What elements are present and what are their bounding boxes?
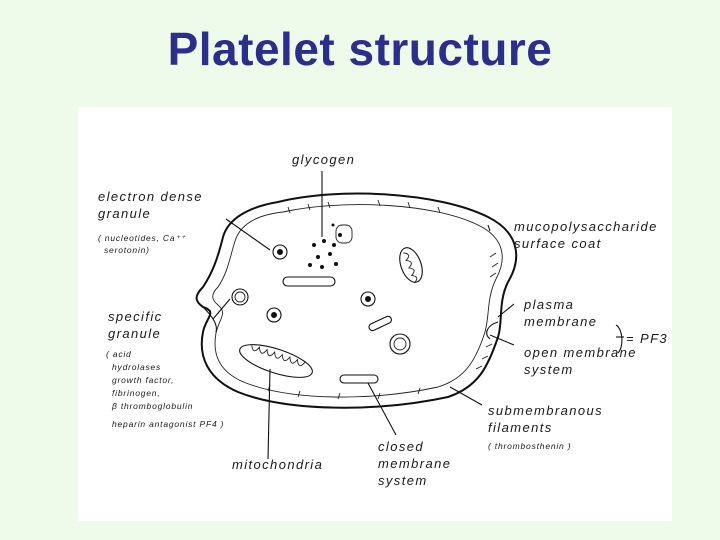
label-submembranous-note: ( thrombosthenin ) <box>488 441 571 451</box>
platelet-diagram: glycogen electron dense granule ( nucleo… <box>78 107 672 521</box>
open-membrane-invagination-right <box>486 321 499 340</box>
label-mitochondria: mitochondria <box>232 457 323 472</box>
label-open-membrane-2: system <box>524 362 574 377</box>
platelet-cell-outline <box>195 192 518 409</box>
label-specific-1: specific <box>108 309 163 324</box>
label-glycogen: glycogen <box>292 152 355 167</box>
label-electron-dense-2: granule <box>98 206 151 221</box>
label-closed-membrane-1: closed <box>378 439 424 454</box>
label-pf3: = PF3 <box>626 331 668 346</box>
closed-membrane-tubules <box>282 224 392 384</box>
label-specific-note-6: heparin antagonist PF4 ) <box>112 419 224 429</box>
electron-dense-granule-3 <box>360 291 376 307</box>
label-specific-note-5: β thromboglobulin <box>111 401 193 411</box>
label-specific-2: granule <box>108 326 161 341</box>
label-electron-dense-note-2: serotonin) <box>104 245 150 255</box>
slide-title: Platelet structure <box>167 23 553 75</box>
label-submembranous-1: submembranous <box>488 403 603 418</box>
label-open-membrane-1: open membrane <box>524 345 637 360</box>
specific-granule-2 <box>389 333 411 355</box>
leader-lines <box>212 171 624 460</box>
label-specific-note-3: growth factor, <box>112 375 174 385</box>
electron-dense-granule-2 <box>266 307 282 323</box>
submembranous-filament-hatching <box>267 199 499 400</box>
label-closed-membrane-3: system <box>378 473 428 488</box>
label-plasma-2: membrane <box>524 314 597 329</box>
electron-dense-granule-1 <box>272 244 288 260</box>
label-specific-note-2: hydrolases <box>112 362 161 372</box>
label-plasma-1: plasma <box>523 297 574 312</box>
surface-coat-inner <box>212 204 503 398</box>
open-membrane-invagination-left <box>202 306 217 333</box>
label-specific-note-1: ( acid <box>106 349 132 359</box>
label-mucopolysaccharide-1: mucopolysaccharide <box>514 219 658 234</box>
specific-granule-1 <box>231 288 249 306</box>
label-specific-note-4: fibrinogen, <box>112 388 161 398</box>
label-closed-membrane-2: membrane <box>378 456 451 471</box>
mitochondrion-2 <box>399 247 423 284</box>
glycogen-particles <box>308 223 342 269</box>
label-electron-dense-note-1: ( nucleotides, Ca⁺⁺ <box>98 233 187 243</box>
label-submembranous-2: filaments <box>488 420 553 435</box>
label-mucopolysaccharide-2: surface coat <box>514 236 602 251</box>
label-electron-dense-1: electron dense <box>98 189 203 204</box>
platelet-diagram-svg: glycogen electron dense granule ( nucleo… <box>98 152 668 488</box>
mitochondrion-1 <box>239 344 313 378</box>
